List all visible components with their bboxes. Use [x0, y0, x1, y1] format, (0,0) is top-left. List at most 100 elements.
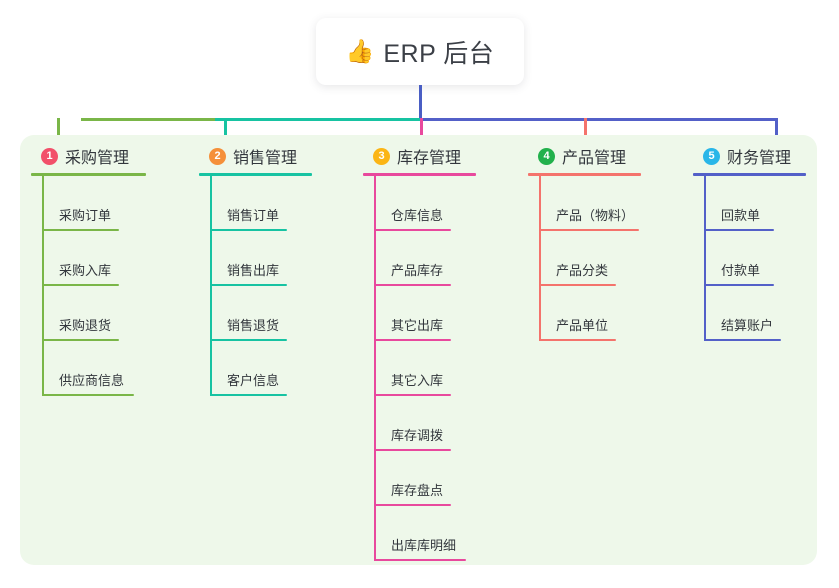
- thumbs-up-icon: 👍: [345, 38, 375, 64]
- column-header-3[interactable]: 3 库存管理: [363, 143, 476, 169]
- menu-item-rule: [539, 284, 616, 286]
- menu-item[interactable]: 产品库存: [363, 231, 476, 286]
- menu-item[interactable]: 其它入库: [363, 341, 476, 396]
- menu-item-label: 结算账户: [721, 318, 774, 333]
- menu-item[interactable]: 产品单位: [528, 286, 641, 341]
- column-stub-3: [420, 118, 423, 146]
- module-column-1: 1 采购管理采购订单采购入库采购退货供应商信息: [31, 143, 146, 396]
- menu-item[interactable]: 销售退货: [199, 286, 312, 341]
- bus-green: [81, 118, 215, 121]
- menu-item-rule: [539, 339, 616, 341]
- menu-item[interactable]: 出库库明细: [363, 506, 476, 561]
- column-title-5: 财务管理: [727, 150, 792, 167]
- menu-item[interactable]: 结算账户: [693, 286, 806, 341]
- root-node[interactable]: 👍 ERP 后台: [316, 18, 524, 85]
- column-header-1[interactable]: 1 采购管理: [31, 143, 146, 169]
- menu-item-label: 仓库信息: [391, 208, 444, 223]
- menu-item-label: 销售退货: [227, 318, 280, 333]
- column-stub-4: [584, 118, 587, 146]
- column-header-rule-4: [528, 173, 641, 176]
- menu-item-label: 采购订单: [59, 208, 112, 223]
- menu-item-label: 回款单: [721, 208, 761, 223]
- column-title-3: 库存管理: [397, 150, 462, 167]
- menu-item-rule: [374, 449, 451, 451]
- column-title-2: 销售管理: [233, 150, 298, 167]
- menu-item-label: 出库库明细: [391, 538, 457, 553]
- menu-item[interactable]: 采购退货: [31, 286, 146, 341]
- menu-item[interactable]: 回款单: [693, 176, 806, 231]
- menu-item[interactable]: 销售出库: [199, 231, 312, 286]
- column-header-2[interactable]: 2 销售管理: [199, 143, 312, 169]
- menu-item-label: 其它入库: [391, 373, 444, 388]
- menu-item[interactable]: 仓库信息: [363, 176, 476, 231]
- column-items-5: 回款单付款单结算账户: [693, 176, 806, 341]
- menu-item-rule: [704, 339, 781, 341]
- menu-item-rule: [210, 229, 287, 231]
- menu-item-label: 销售出库: [227, 263, 280, 278]
- column-badge-3: 3: [373, 147, 390, 165]
- column-spine-5: [704, 176, 706, 341]
- menu-item-label: 库存调拨: [391, 428, 444, 443]
- menu-item-rule: [42, 339, 119, 341]
- menu-item-rule: [374, 229, 451, 231]
- column-items-1: 采购订单采购入库采购退货供应商信息: [31, 176, 146, 396]
- column-header-rule-2: [199, 173, 312, 176]
- menu-item-rule: [210, 339, 287, 341]
- column-stub-5: [775, 118, 778, 146]
- menu-item-rule: [210, 394, 287, 396]
- menu-item-label: 付款单: [721, 263, 761, 278]
- column-spine-2: [210, 176, 212, 396]
- root-node-title: ERP 后台: [383, 39, 495, 68]
- menu-item-rule: [42, 394, 134, 396]
- menu-item-label: 产品（物料）: [556, 208, 635, 223]
- column-title-1: 采购管理: [65, 150, 130, 167]
- column-spine-1: [42, 176, 44, 396]
- menu-item-label: 采购入库: [59, 263, 112, 278]
- menu-item-label: 销售订单: [227, 208, 280, 223]
- menu-item[interactable]: 库存盘点: [363, 451, 476, 506]
- menu-item-rule: [374, 504, 451, 506]
- menu-item[interactable]: 采购入库: [31, 231, 146, 286]
- root-connector: [419, 85, 422, 121]
- column-items-3: 仓库信息产品库存其它出库其它入库库存调拨库存盘点出库库明细: [363, 176, 476, 561]
- module-column-2: 2 销售管理销售订单销售出库销售退货客户信息: [199, 143, 312, 396]
- menu-item[interactable]: 其它出库: [363, 286, 476, 341]
- menu-item-label: 采购退货: [59, 318, 112, 333]
- menu-item[interactable]: 库存调拨: [363, 396, 476, 451]
- column-spine-3: [374, 176, 376, 561]
- column-title-4: 产品管理: [562, 150, 627, 167]
- menu-item-rule: [374, 284, 451, 286]
- column-header-rule-3: [363, 173, 476, 176]
- column-badge-2: 2: [209, 147, 226, 165]
- menu-item[interactable]: 供应商信息: [31, 341, 146, 396]
- menu-item-rule: [42, 284, 119, 286]
- menu-item[interactable]: 产品（物料）: [528, 176, 641, 231]
- menu-item-rule: [704, 284, 774, 286]
- menu-item[interactable]: 客户信息: [199, 341, 312, 396]
- menu-item-label: 产品单位: [556, 318, 609, 333]
- modules-panel: [20, 135, 817, 565]
- menu-item-label: 供应商信息: [59, 373, 125, 388]
- menu-item-rule: [374, 394, 451, 396]
- menu-item[interactable]: 付款单: [693, 231, 806, 286]
- menu-item-rule: [704, 229, 774, 231]
- menu-item-rule: [42, 229, 119, 231]
- column-badge-4: 4: [538, 147, 555, 165]
- menu-item[interactable]: 产品分类: [528, 231, 641, 286]
- bus-teal: [215, 118, 420, 121]
- menu-item-label: 库存盘点: [391, 483, 444, 498]
- column-badge-1: 1: [41, 147, 58, 165]
- menu-item[interactable]: 销售订单: [199, 176, 312, 231]
- column-header-4[interactable]: 4 产品管理: [528, 143, 641, 169]
- column-items-2: 销售订单销售出库销售退货客户信息: [199, 176, 312, 396]
- bus-blue: [420, 118, 775, 121]
- menu-item-rule: [539, 229, 639, 231]
- menu-item-rule: [374, 339, 451, 341]
- module-column-4: 4 产品管理产品（物料） 产品分类产品单位: [528, 143, 641, 341]
- menu-item-rule: [374, 559, 466, 561]
- menu-item-rule: [210, 284, 287, 286]
- menu-item[interactable]: 采购订单: [31, 176, 146, 231]
- column-stub-2: [224, 118, 227, 146]
